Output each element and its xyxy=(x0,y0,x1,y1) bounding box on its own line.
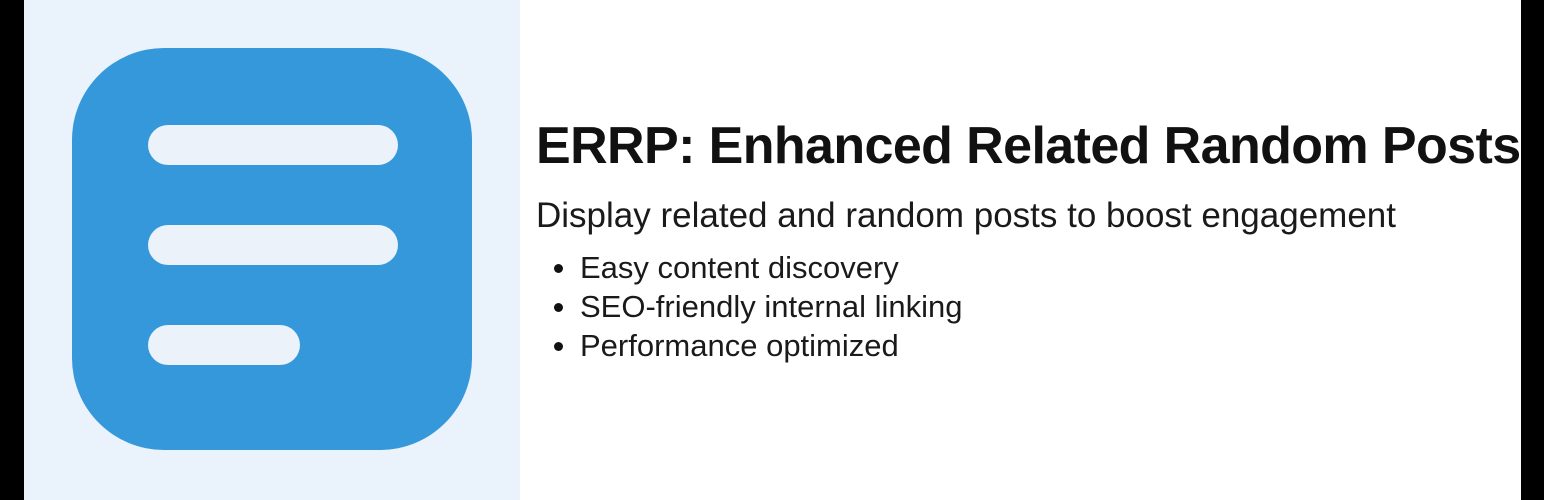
list-item: Performance optimized xyxy=(554,326,1496,365)
list-item-label: SEO-friendly internal linking xyxy=(580,289,963,325)
letterbox-bar-left xyxy=(0,0,24,500)
icon-bar-long-top xyxy=(148,125,398,165)
plugin-tagline: Display related and random posts to boos… xyxy=(536,196,1396,236)
letterbox-bar-right xyxy=(1521,0,1544,500)
list-item: SEO-friendly internal linking xyxy=(554,287,1496,326)
bullet-dot-icon xyxy=(554,303,563,313)
icon-bar-short-bottom xyxy=(148,325,300,365)
content-panel: ERRP: Enhanced Related Random Posts Disp… xyxy=(520,0,1521,500)
feature-list: Easy content discovery SEO-friendly inte… xyxy=(536,248,1496,365)
bullet-dot-icon xyxy=(554,342,563,352)
icon-panel xyxy=(24,0,520,500)
list-item: Easy content discovery xyxy=(554,248,1496,287)
document-lines-icon xyxy=(72,48,472,450)
content-block: ERRP: Enhanced Related Random Posts Disp… xyxy=(536,117,1521,365)
bullet-dot-icon xyxy=(554,264,563,274)
list-item-label: Easy content discovery xyxy=(580,250,899,286)
list-item-label: Performance optimized xyxy=(580,328,899,364)
icon-bar-long-middle xyxy=(148,225,398,265)
page-title: ERRP: Enhanced Related Random Posts xyxy=(536,117,1521,175)
